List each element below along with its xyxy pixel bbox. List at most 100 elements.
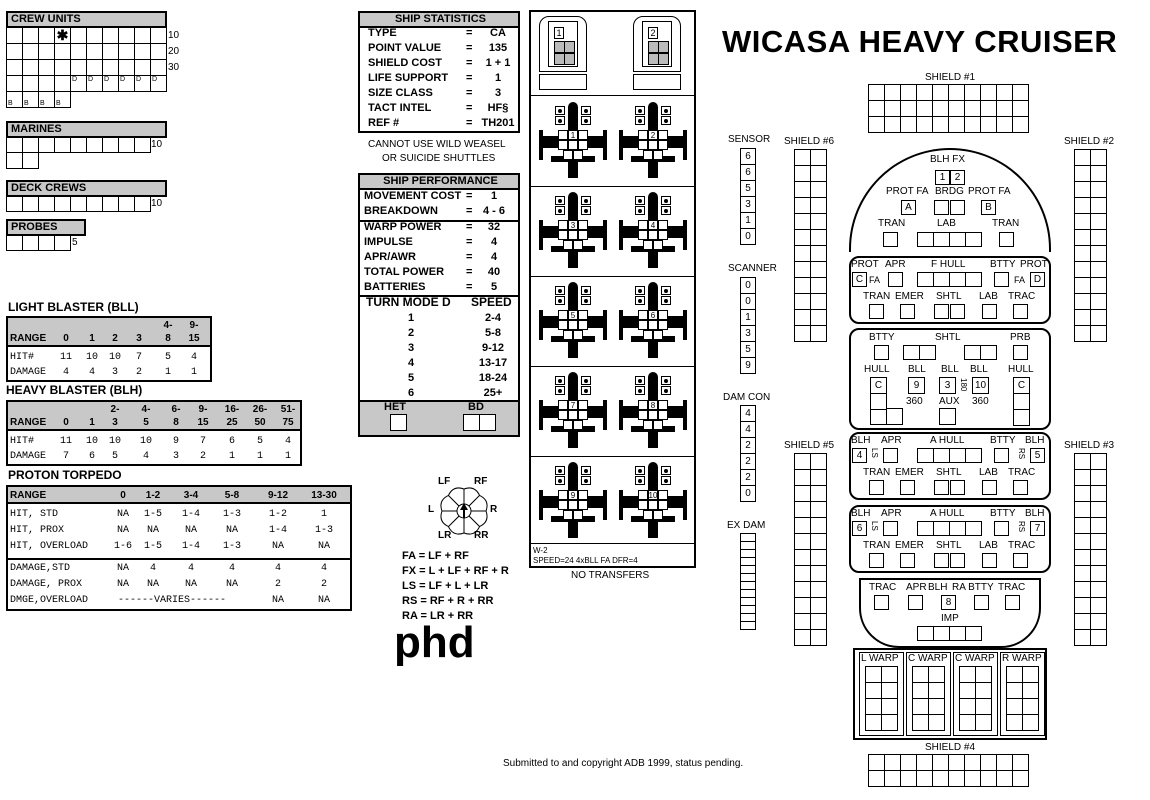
fighter-weapon-box[interactable] bbox=[581, 296, 591, 305]
shield-5-box[interactable] bbox=[811, 566, 827, 582]
warp-box[interactable] bbox=[975, 682, 992, 699]
shield-6-box[interactable] bbox=[811, 198, 827, 214]
battery-box[interactable] bbox=[994, 272, 1009, 287]
blh-weapon[interactable]: 1 bbox=[935, 170, 950, 185]
shield-6-box[interactable] bbox=[795, 182, 811, 198]
blh-weapon[interactable]: 4 bbox=[852, 448, 867, 463]
fighter-weapon-box[interactable] bbox=[581, 116, 591, 125]
dam-con-box[interactable]: 4 bbox=[740, 405, 756, 422]
warp-box[interactable] bbox=[928, 682, 945, 699]
crew-unit-box[interactable]: B bbox=[6, 91, 23, 108]
shuttle-box[interactable] bbox=[934, 304, 949, 319]
fighter-weapon-box[interactable] bbox=[581, 206, 591, 215]
fighter-damage-box[interactable] bbox=[558, 220, 568, 230]
marine-box[interactable] bbox=[22, 152, 39, 169]
shield-6-box[interactable] bbox=[795, 214, 811, 230]
fighter-damage-box[interactable] bbox=[563, 330, 573, 340]
shield-2-box[interactable] bbox=[1075, 262, 1091, 278]
impulse-box[interactable] bbox=[949, 626, 966, 641]
crew-unit-box[interactable] bbox=[38, 43, 55, 60]
shield-5-box[interactable] bbox=[795, 566, 811, 582]
scanner-box[interactable]: 0 bbox=[740, 277, 756, 294]
shield-6-box[interactable] bbox=[795, 198, 811, 214]
fighter-damage-box[interactable] bbox=[638, 230, 648, 240]
warp-box[interactable] bbox=[912, 698, 929, 715]
marine-box[interactable] bbox=[54, 137, 71, 153]
fighter-damage-box[interactable] bbox=[578, 130, 588, 140]
warp-box[interactable] bbox=[912, 666, 929, 683]
shield-3-box[interactable] bbox=[1075, 518, 1091, 534]
fighter-weapon-box[interactable] bbox=[661, 196, 671, 205]
hull-box[interactable] bbox=[870, 408, 887, 425]
shield-6-box[interactable] bbox=[795, 294, 811, 310]
warp-box[interactable] bbox=[865, 698, 882, 715]
fighter-weapon-box[interactable] bbox=[555, 116, 565, 125]
crew-unit-box[interactable] bbox=[134, 27, 151, 44]
crew-unit-box[interactable] bbox=[6, 43, 23, 60]
shield-6-box[interactable] bbox=[795, 310, 811, 326]
shield-5-box[interactable] bbox=[811, 598, 827, 614]
shuttle-box[interactable] bbox=[950, 304, 965, 319]
shield-3-box[interactable] bbox=[1091, 630, 1107, 646]
shield-2-box[interactable] bbox=[1091, 166, 1107, 182]
fighter-damage-box[interactable] bbox=[648, 230, 658, 240]
fighter-damage-box[interactable] bbox=[638, 220, 648, 230]
shield-4-box[interactable] bbox=[1013, 755, 1029, 771]
blh-weapon[interactable]: 2 bbox=[950, 170, 965, 185]
shield-6-box[interactable] bbox=[795, 166, 811, 182]
shield-1-box[interactable] bbox=[965, 101, 981, 117]
crew-unit-box[interactable] bbox=[6, 27, 23, 44]
fighter-weapon-box[interactable] bbox=[581, 476, 591, 485]
shield-5-box[interactable] bbox=[811, 454, 827, 470]
probe-box[interactable] bbox=[1013, 345, 1028, 360]
shield-4-box[interactable] bbox=[869, 755, 885, 771]
shield-3-box[interactable] bbox=[1075, 534, 1091, 550]
sensor-box[interactable]: 6 bbox=[740, 148, 756, 165]
marine-box[interactable] bbox=[118, 137, 135, 153]
fighter-weapon-box[interactable] bbox=[661, 206, 671, 215]
shuttle-box[interactable] bbox=[934, 553, 949, 568]
shield-5-box[interactable] bbox=[795, 550, 811, 566]
fighter-icon[interactable]: 10 bbox=[615, 460, 691, 542]
shield-4-box[interactable] bbox=[933, 771, 949, 787]
shield-6-box[interactable] bbox=[795, 278, 811, 294]
crew-unit-box[interactable] bbox=[134, 43, 151, 60]
shield-4-box[interactable] bbox=[949, 771, 965, 787]
bd-box[interactable] bbox=[479, 414, 496, 431]
fighter-damage-box[interactable] bbox=[578, 320, 588, 330]
shield-1-box[interactable] bbox=[917, 117, 933, 133]
shield-1-box[interactable] bbox=[981, 85, 997, 101]
hull-box[interactable] bbox=[870, 393, 887, 410]
apr-box[interactable] bbox=[888, 272, 903, 287]
warp-box[interactable] bbox=[881, 682, 898, 699]
warp-box[interactable] bbox=[912, 682, 929, 699]
shield-1-box[interactable] bbox=[901, 117, 917, 133]
fighter-damage-box[interactable] bbox=[658, 310, 668, 320]
lab-box[interactable] bbox=[982, 304, 997, 319]
fighter-icon[interactable]: 5 bbox=[535, 280, 611, 362]
fighter-damage-box[interactable] bbox=[558, 490, 568, 500]
shield-2-box[interactable] bbox=[1091, 182, 1107, 198]
warp-box[interactable] bbox=[928, 666, 945, 683]
fighter-weapon-box[interactable] bbox=[555, 476, 565, 485]
probe-box[interactable] bbox=[38, 235, 55, 251]
emergency-box[interactable] bbox=[900, 553, 915, 568]
fighter-damage-box[interactable] bbox=[643, 240, 653, 250]
fighter-weapon-box[interactable] bbox=[661, 296, 671, 305]
shield-6-box[interactable] bbox=[795, 150, 811, 166]
shuttle-damage-box[interactable] bbox=[633, 74, 681, 90]
shield-6-box[interactable] bbox=[795, 326, 811, 342]
deck-crew-box[interactable] bbox=[38, 196, 55, 212]
warp-box[interactable] bbox=[959, 682, 976, 699]
crew-unit-box[interactable] bbox=[102, 59, 119, 76]
crew-unit-box[interactable] bbox=[70, 27, 87, 44]
shuttle-box[interactable] bbox=[564, 41, 575, 53]
shield-6-box[interactable] bbox=[811, 278, 827, 294]
shield-4-box[interactable] bbox=[981, 755, 997, 771]
fighter-damage-box[interactable] bbox=[558, 400, 568, 410]
fighter-damage-box[interactable] bbox=[648, 140, 658, 150]
fighter-weapon-box[interactable] bbox=[581, 106, 591, 115]
fighter-damage-box[interactable] bbox=[648, 500, 658, 510]
fighter-damage-box[interactable] bbox=[653, 150, 663, 160]
shield-6-box[interactable] bbox=[811, 310, 827, 326]
